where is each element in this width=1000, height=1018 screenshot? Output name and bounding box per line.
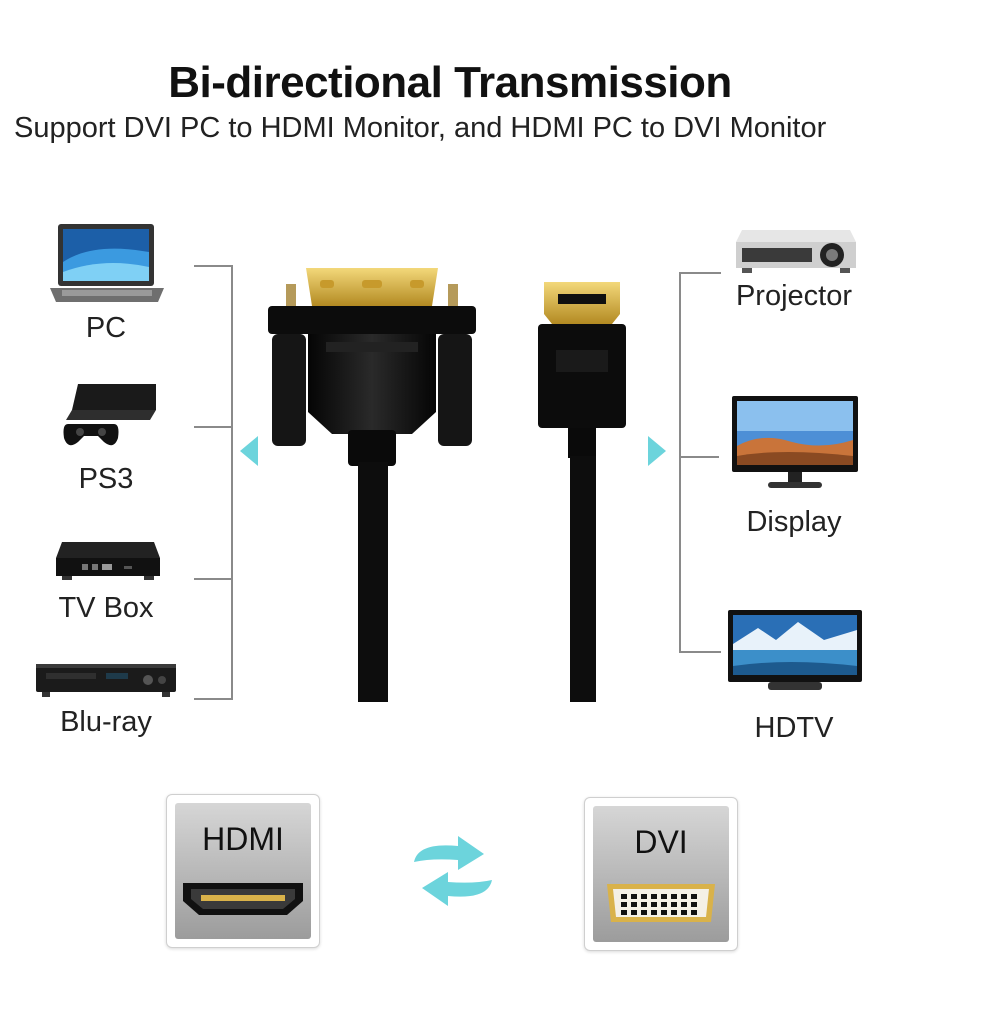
tv-box-icon	[54, 540, 162, 587]
source-label-ps3: PS3	[78, 463, 134, 495]
output-label-hdtv: HDTV	[754, 712, 834, 744]
dvi-port-card: DVI	[584, 797, 738, 951]
left-arrow-icon	[236, 434, 260, 473]
monitor-icon	[732, 396, 858, 495]
source-bracket-line	[194, 578, 231, 580]
page-subtitle: Support DVI PC to HDMI Monitor, and HDMI…	[14, 112, 827, 144]
game-console-icon	[58, 376, 162, 459]
source-label-pc: PC	[85, 312, 127, 344]
swap-arrows-icon	[408, 832, 498, 917]
output-label-projector: Projector	[735, 280, 853, 312]
dvi-connector-image	[262, 262, 482, 707]
page-title: Bi-directional Transmission	[168, 58, 732, 107]
right-arrow-icon	[646, 434, 670, 473]
source-label-tv-box: TV Box	[58, 592, 154, 624]
source-bracket	[194, 265, 233, 700]
hdtv-icon	[728, 610, 862, 699]
dvi-port-icon	[585, 882, 737, 935]
projector-icon	[734, 228, 858, 279]
source-bracket-line	[194, 426, 231, 428]
hdmi-port-card: HDMI	[166, 794, 320, 948]
hdmi-port-label: HDMI	[202, 821, 284, 857]
hdmi-connector-image	[532, 280, 632, 707]
output-bracket-line	[679, 456, 719, 458]
dvi-port-label: DVI	[634, 824, 688, 860]
source-label-blu-ray: Blu-ray	[60, 706, 152, 738]
hdmi-port-icon	[167, 879, 319, 924]
output-bracket	[679, 272, 721, 653]
laptop-icon	[48, 222, 166, 311]
blu-ray-player-icon	[36, 664, 176, 703]
output-label-display: Display	[746, 506, 842, 538]
hdmi-port-card-bg	[175, 803, 311, 939]
